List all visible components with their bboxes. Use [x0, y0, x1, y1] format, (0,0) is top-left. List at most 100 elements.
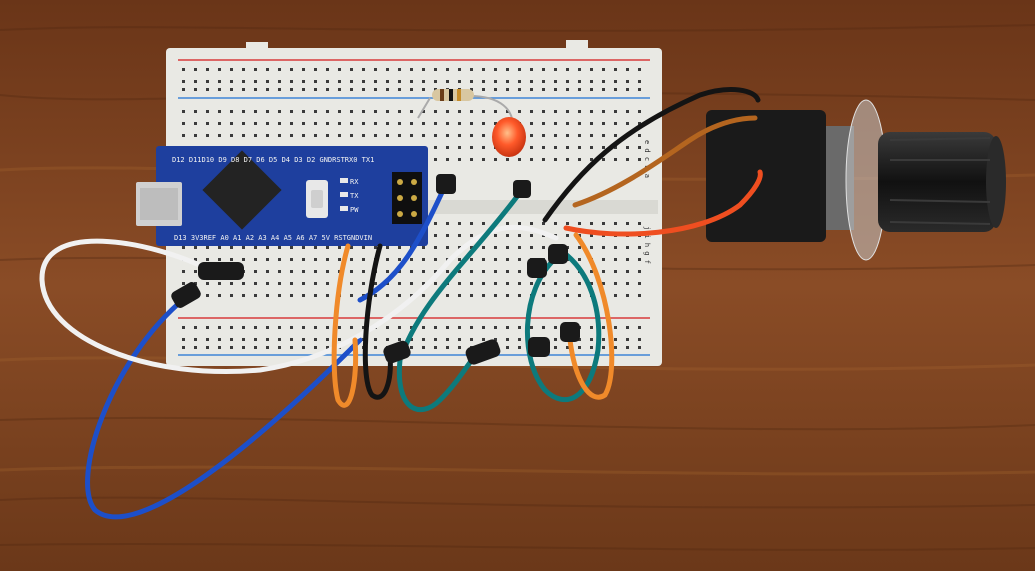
breadboard-hole — [554, 222, 557, 225]
breadboard-hole — [566, 146, 569, 149]
breadboard-hole — [206, 282, 209, 285]
wire-teal-1 — [396, 187, 525, 412]
breadboard-hole — [590, 88, 593, 91]
breadboard-hole — [458, 134, 461, 137]
breadboard-hole — [482, 246, 485, 249]
breadboard-hole — [254, 282, 257, 285]
breadboard-hole — [410, 258, 413, 261]
breadboard-hole — [470, 134, 473, 137]
breadboard-hole — [638, 80, 641, 83]
breadboard-hole — [254, 338, 257, 341]
breadboard-hole — [530, 326, 533, 329]
breadboard-hole — [554, 80, 557, 83]
breadboard-hole — [518, 338, 521, 341]
breadboard-hole — [590, 234, 593, 237]
wire-orange-1 — [331, 243, 359, 408]
breadboard-hole — [326, 246, 329, 249]
breadboard-hole — [338, 88, 341, 91]
breadboard-hole — [614, 88, 617, 91]
breadboard-hole — [494, 246, 497, 249]
breadboard-hole — [302, 122, 305, 125]
breadboard-hole — [470, 110, 473, 113]
breadboard-hole — [446, 134, 449, 137]
breadboard-hole — [566, 222, 569, 225]
breadboard-hole — [542, 122, 545, 125]
breadboard-hole — [554, 270, 557, 273]
breadboard-hole — [614, 270, 617, 273]
breadboard-hole — [182, 134, 185, 137]
breadboard-hole — [482, 294, 485, 297]
breadboard-hole — [638, 134, 641, 137]
breadboard-hole — [398, 338, 401, 341]
breadboard-hole — [230, 326, 233, 329]
breadboard-hole — [206, 246, 209, 249]
breadboard-hole — [614, 346, 617, 349]
breadboard-hole — [326, 258, 329, 261]
breadboard-hole — [194, 338, 197, 341]
breadboard-hole — [422, 80, 425, 83]
breadboard-hole — [590, 326, 593, 329]
breadboard-hole — [590, 134, 593, 137]
breadboard-hole — [254, 134, 257, 137]
breadboard-hole — [470, 270, 473, 273]
breadboard-hole — [410, 88, 413, 91]
breadboard-hole — [314, 110, 317, 113]
breadboard-hole — [374, 68, 377, 71]
breadboard-hole — [230, 338, 233, 341]
breadboard-hole — [410, 294, 413, 297]
breadboard-hole — [314, 258, 317, 261]
wire-white-loop — [39, 224, 559, 375]
breadboard-hole — [530, 80, 533, 83]
breadboard-hole — [638, 68, 641, 71]
breadboard-hole — [578, 158, 581, 161]
breadboard-hole — [302, 68, 305, 71]
breadboard-hole — [182, 246, 185, 249]
breadboard-hole — [494, 282, 497, 285]
breadboard-hole — [302, 326, 305, 329]
breadboard-hole — [302, 134, 305, 137]
breadboard-hole — [302, 338, 305, 341]
breadboard-hole — [458, 158, 461, 161]
breadboard-hole — [242, 326, 245, 329]
breadboard-hole — [590, 146, 593, 149]
breadboard-hole — [554, 134, 557, 137]
breadboard-hole — [350, 294, 353, 297]
breadboard-hole — [422, 246, 425, 249]
breadboard-hole — [590, 68, 593, 71]
breadboard-hole — [554, 326, 557, 329]
breadboard-hole — [266, 80, 269, 83]
breadboard-hole — [494, 258, 497, 261]
breadboard-hole — [530, 122, 533, 125]
breadboard-hole — [458, 68, 461, 71]
breadboard-hole — [326, 68, 329, 71]
breadboard-hole — [254, 80, 257, 83]
breadboard-hole — [446, 110, 449, 113]
breadboard-hole — [626, 68, 629, 71]
breadboard-hole — [434, 346, 437, 349]
breadboard-hole — [266, 110, 269, 113]
breadboard-hole — [230, 88, 233, 91]
breadboard-hole — [194, 246, 197, 249]
breadboard-hole — [626, 80, 629, 83]
breadboard-hole — [218, 246, 221, 249]
breadboard-hole — [338, 338, 341, 341]
breadboard-hole — [302, 246, 305, 249]
breadboard-hole — [362, 88, 365, 91]
breadboard-hole — [242, 80, 245, 83]
wire-black-1 — [362, 243, 393, 400]
breadboard-hole — [458, 122, 461, 125]
breadboard-hole — [602, 134, 605, 137]
breadboard-hole — [638, 258, 641, 261]
breadboard-hole — [530, 222, 533, 225]
breadboard-hole — [530, 246, 533, 249]
breadboard-hole — [206, 294, 209, 297]
breadboard-hole — [626, 338, 629, 341]
breadboard-hole — [446, 68, 449, 71]
breadboard-hole — [302, 88, 305, 91]
breadboard-hole — [314, 246, 317, 249]
breadboard-hole — [398, 258, 401, 261]
breadboard-hole — [410, 338, 413, 341]
arduino-nano: D12 D11D10 D9 D8 D7 D6 D5 D4 D3 D2 GNDRS… — [136, 146, 428, 246]
breadboard-hole — [230, 282, 233, 285]
